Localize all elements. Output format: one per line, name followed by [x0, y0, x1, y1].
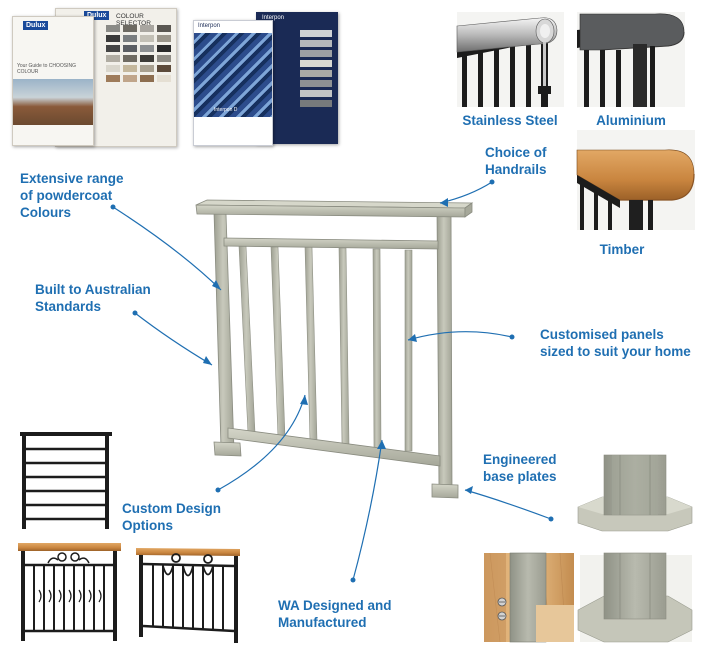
interpon-d-label: Interpon D — [214, 107, 238, 113]
bottom-rail — [227, 427, 441, 467]
house-photo — [13, 79, 93, 125]
colours-callout-line-3: Colours — [20, 205, 72, 220]
panels-arrow — [407, 331, 513, 341]
colours-callout-line-2: of powdercoat — [20, 188, 113, 203]
base-plates-callout-line-1: Engineered — [483, 452, 557, 467]
ornamental-timber-top-balustrade — [136, 548, 240, 643]
dulux-logo: Dulux — [84, 11, 110, 20]
colour-swatch-grid — [106, 25, 172, 143]
aluminium-handrail-photo — [577, 12, 685, 107]
custom-design-arrow — [217, 394, 306, 491]
standards-callout-line-2: Standards — [35, 299, 102, 314]
wa-callout: WA Designed and Manufactured — [278, 597, 392, 631]
base-plates-arrow — [464, 489, 552, 520]
colour-selector-title: COLOUR SELECTOR — [116, 13, 151, 27]
standards-arrow — [134, 312, 213, 366]
custom-design-callout: Custom Design Options — [122, 500, 221, 534]
standards-callout: Built to Australian Standards — [35, 281, 151, 315]
wa-callout-line-1: WA Designed and — [278, 598, 392, 613]
right-post — [436, 209, 453, 491]
top-handrail-end — [464, 202, 473, 218]
colour-swatch-column — [300, 30, 332, 110]
right-base-plate — [431, 483, 459, 499]
panels-callout: Customised panels sized to suit your hom… — [540, 326, 691, 360]
aluminium-balustrade — [195, 199, 474, 499]
colours-callout-line-1: Extensive range — [20, 171, 124, 186]
handrails-callout-line-1: Choice of — [485, 145, 547, 160]
custom-design-callout-line-2: Options — [122, 518, 173, 533]
dulux-logo: Dulux — [23, 21, 49, 30]
callout-dots — [110, 179, 554, 583]
left-base-plate — [213, 441, 242, 457]
dulux-choosing-colour-brochure: Dulux Your Guide to CHOOSING COLOUR — [12, 16, 94, 146]
choosing-colour-title: Your Guide to CHOOSING COLOUR — [17, 63, 77, 75]
custom-design-callout-line-1: Custom Design — [122, 501, 222, 516]
mid-rail — [223, 237, 439, 250]
panels-callout-line-2: sized to suit your home — [540, 344, 691, 359]
timber-caption: Timber — [599, 242, 645, 257]
aluminium-caption: Aluminium — [596, 113, 666, 128]
handrails-callout-line-2: Handrails — [485, 162, 547, 177]
handrails-callout: Choice of Handrails — [485, 144, 547, 178]
colours-arrow — [112, 206, 222, 291]
standards-callout-line-1: Built to Australian — [35, 282, 151, 297]
interpon-logo: Interpon — [262, 15, 285, 21]
timber-handrail-photo — [576, 130, 695, 230]
building-photo — [194, 33, 272, 117]
panels-callout-line-1: Customised panels — [540, 327, 664, 342]
base-plates-callout: Engineered base plates — [483, 451, 557, 485]
side-mount-timber-photo — [484, 552, 574, 643]
interpon-d-brochure: Interpon Interpon D — [193, 20, 273, 146]
wa-callout-line-2: Manufactured — [278, 615, 367, 630]
interpon-logo: Interpon — [198, 23, 221, 29]
callout-arrowheads — [203, 198, 473, 494]
stainless-steel-caption: Stainless Steel — [462, 113, 558, 128]
balusters — [238, 245, 413, 452]
colours-callout: Extensive range of powdercoat Colours — [20, 170, 124, 221]
left-post — [213, 211, 235, 451]
timber-top-scroll-balustrade — [18, 543, 121, 641]
horizontal-rail-balustrade — [20, 432, 112, 529]
wa-arrow — [352, 439, 383, 581]
base-plate-photo — [577, 454, 693, 532]
ground-mount-post-photo — [577, 552, 693, 643]
base-plates-callout-line-2: base plates — [483, 469, 557, 484]
stainless-steel-handrail-photo — [456, 12, 564, 107]
